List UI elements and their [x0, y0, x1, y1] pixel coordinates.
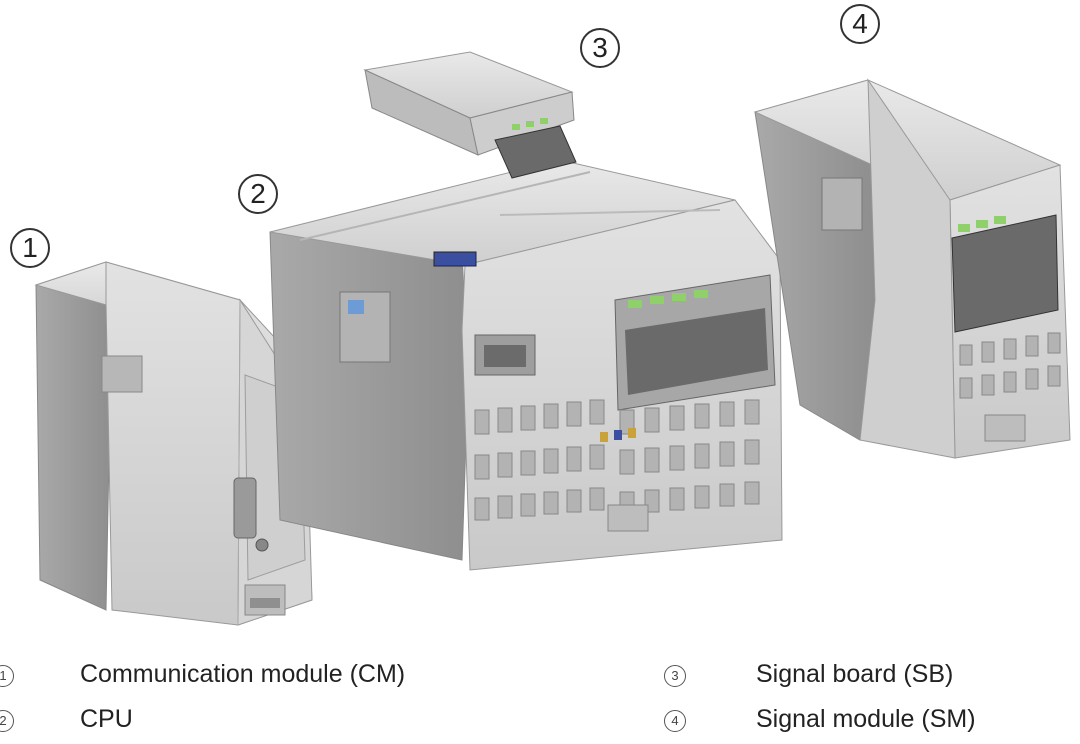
signal-module-illustration: [753, 78, 1071, 459]
callout-sb: 3: [580, 28, 620, 68]
legend-text-1: Communication module (CM): [80, 660, 406, 688]
legend-num-3: 3: [664, 665, 686, 687]
legend-num-4: 4: [664, 710, 686, 732]
legend-num-1: 1: [0, 665, 14, 687]
callout-cpu: 2: [238, 174, 278, 214]
legend-text-2: CPU: [80, 705, 133, 733]
cpu-illustration: [269, 159, 783, 571]
callout-sm: 4: [840, 4, 880, 44]
callout-cm: 1: [10, 228, 50, 268]
plc-illustration: 1 2 3 4: [10, 4, 1071, 626]
legend-num-2: 2: [0, 710, 14, 732]
plc-components-drawing: [34, 51, 1071, 626]
signal-board-illustration: [363, 51, 577, 179]
legend-text-3: Signal board (SB): [756, 660, 954, 688]
legend-text-4: Signal module (SM): [756, 705, 976, 733]
communication-module-illustration: [34, 261, 313, 626]
legend: 1 Communication module (CM) 2 CPU 3 Sign…: [0, 650, 1080, 744]
